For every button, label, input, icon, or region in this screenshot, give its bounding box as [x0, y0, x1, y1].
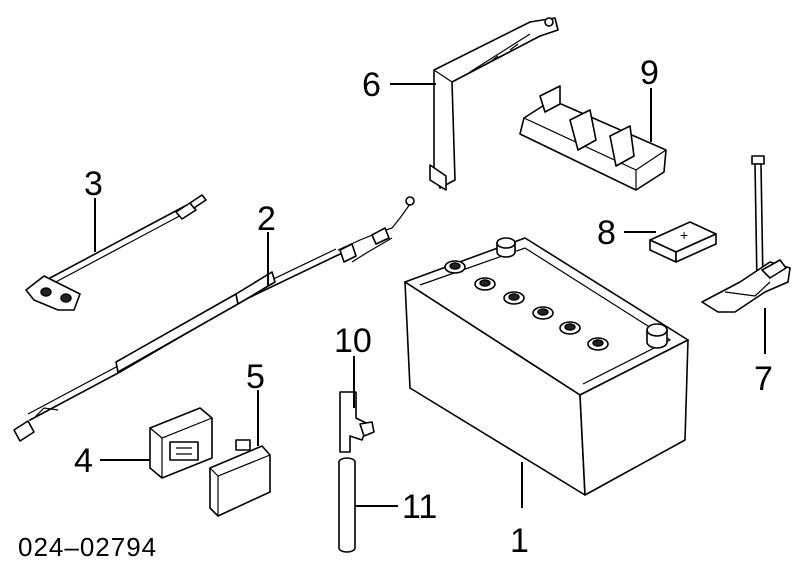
- part-5-cover[interactable]: [209, 439, 271, 517]
- callout-8: 8: [597, 214, 616, 252]
- callout-5: 5: [246, 358, 265, 396]
- callout-10: 10: [334, 322, 372, 360]
- part-7-bracket[interactable]: [701, 155, 791, 313]
- plus-sign-label: +: [680, 227, 688, 243]
- drawing-number: 024–02794: [18, 532, 157, 562]
- battery-vent-caps: [444, 260, 609, 351]
- part-2-cable[interactable]: [13, 196, 415, 442]
- part-8-plus-cover[interactable]: +: [649, 221, 717, 263]
- callout-7: 7: [754, 360, 773, 398]
- part-6-strap[interactable]: [429, 17, 559, 191]
- callout-3: 3: [84, 165, 103, 203]
- callout-1: 1: [510, 522, 529, 560]
- battery-terminals: [496, 237, 668, 349]
- callout-6: 6: [362, 66, 381, 104]
- callout-9: 9: [640, 54, 659, 92]
- callout-labels: 1 2 3 4 5 6 7 8 9 10 11: [74, 54, 773, 560]
- part-4-terminal-box[interactable]: [149, 407, 213, 479]
- part-11-vent-hose[interactable]: [338, 457, 356, 553]
- callout-2: 2: [257, 200, 276, 238]
- part-1-battery[interactable]: [404, 237, 689, 496]
- part-3-ground-strap[interactable]: [25, 194, 207, 311]
- leader-lines: [94, 83, 766, 508]
- callout-4: 4: [74, 442, 93, 480]
- callout-11: 11: [402, 488, 437, 526]
- part-9-tray[interactable]: [519, 85, 667, 191]
- part-10-vent-elbow[interactable]: [339, 391, 375, 453]
